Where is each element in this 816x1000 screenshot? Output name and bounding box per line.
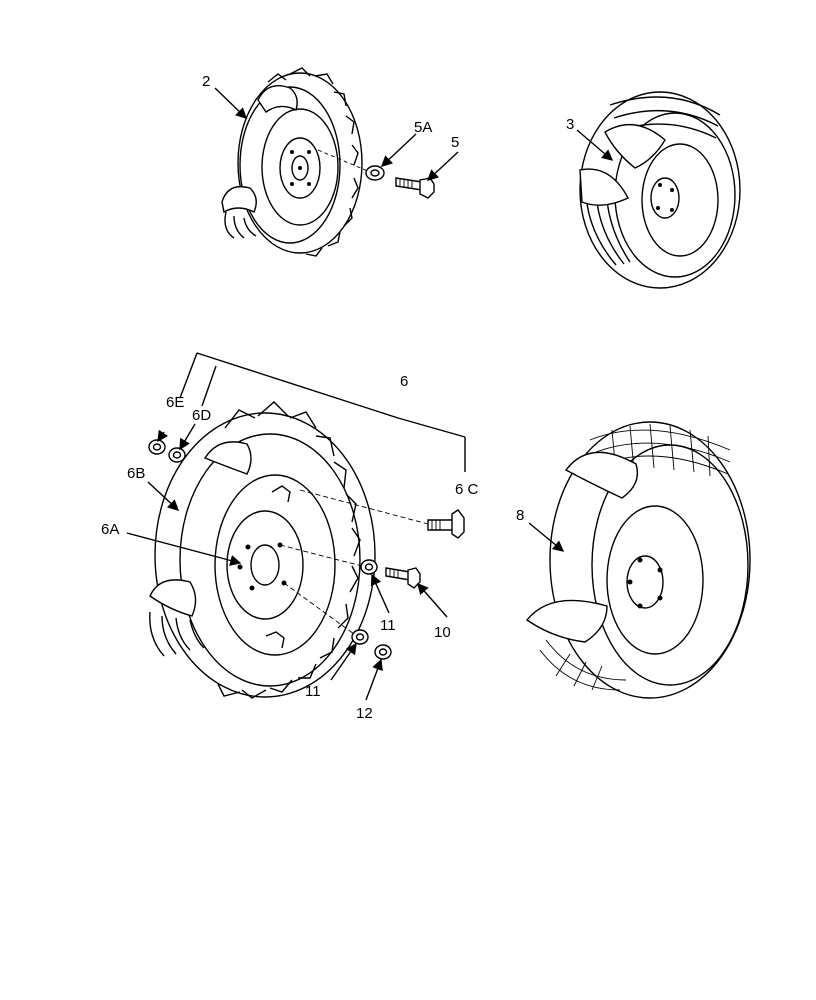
bolt-5 xyxy=(395,177,435,199)
label-11-lower: 11 xyxy=(305,683,321,700)
label-10: 10 xyxy=(434,624,451,641)
bracket-6 xyxy=(179,352,466,472)
label-6e: 6E xyxy=(166,394,184,411)
wheel-2 xyxy=(221,67,363,257)
nut-5a xyxy=(365,165,385,181)
wheel-8 xyxy=(525,421,751,699)
label-3: 3 xyxy=(566,116,574,133)
washer-6d xyxy=(168,447,186,463)
label-6a: 6A xyxy=(101,521,119,538)
label-6: 6 xyxy=(400,373,408,390)
washer-11b xyxy=(351,629,369,645)
wheel-6 xyxy=(149,401,376,699)
washer-11a xyxy=(360,559,378,575)
wheel-3 xyxy=(579,91,741,289)
label-5a: 5A xyxy=(414,119,432,136)
label-12: 12 xyxy=(356,705,373,722)
label-11-upper: 11 xyxy=(380,617,396,634)
leader-lines xyxy=(126,87,614,701)
label-6b: 6B xyxy=(127,465,145,482)
label-6c: 6 C xyxy=(455,481,479,498)
bolt-10 xyxy=(385,567,421,589)
label-8: 8 xyxy=(516,507,524,524)
bolt-6c xyxy=(427,509,465,539)
nut-12 xyxy=(374,644,392,660)
label-2: 2 xyxy=(202,73,210,90)
label-6d: 6D xyxy=(192,407,211,424)
nut-6e xyxy=(148,439,166,455)
label-5: 5 xyxy=(451,134,459,151)
